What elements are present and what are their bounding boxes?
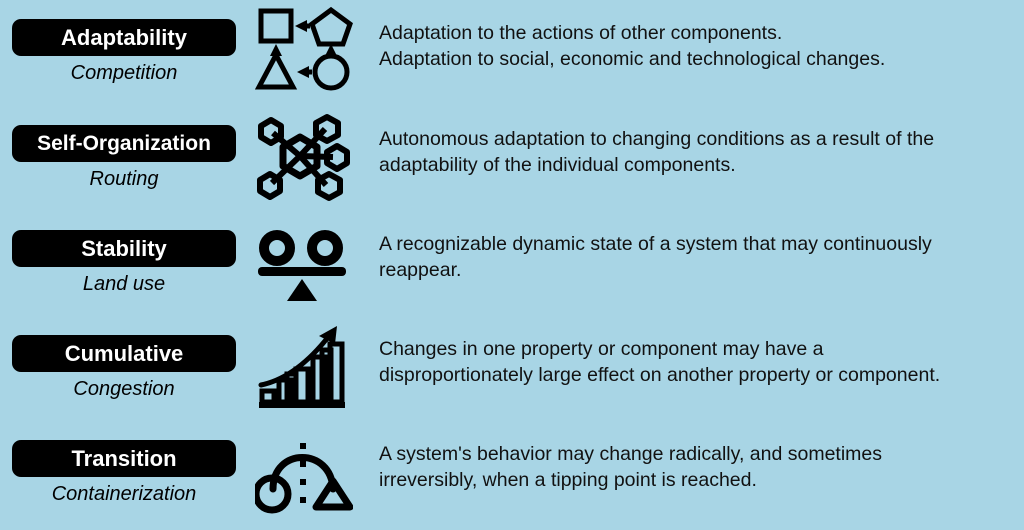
- description-line: Changes in one property or component may…: [379, 338, 824, 360]
- description-line: adaptability of the individual component…: [379, 154, 736, 176]
- property-subtitle-text: Containerization: [51, 483, 197, 505]
- property-title-pill-transition: Transition: [12, 440, 236, 477]
- icon-column: [248, 0, 360, 92]
- tipping-point-arc-icon: [255, 427, 353, 517]
- property-title-text: Cumulative: [64, 340, 184, 366]
- label-column: Transition Containerization: [0, 421, 248, 504]
- property-row-cumulative: Cumulative Congestion: [0, 316, 1024, 421]
- description-line: irreversibly, when a tipping point is re…: [379, 469, 757, 491]
- property-title-pill-adaptability: Adaptability: [12, 19, 236, 56]
- hexagon-network-icon: [255, 112, 353, 202]
- description-line: A recognizable dynamic state of a system…: [379, 233, 932, 255]
- property-row-self-organization: Self-Organization Routing: [0, 106, 1024, 211]
- property-row-adaptability: Adaptability Competition: [0, 0, 1024, 106]
- property-subtitle-text: Routing: [89, 168, 159, 190]
- label-column: Stability Land use: [0, 211, 248, 294]
- description-line: disproportionately large effect on anoth…: [379, 364, 941, 386]
- description-column: Adaptation to the actions of other compo…: [360, 0, 1024, 72]
- description-column: Autonomous adaptation to changing condit…: [360, 106, 1024, 178]
- property-title-text: Self-Organization: [37, 132, 211, 155]
- description-line: Adaptation to the actions of other compo…: [379, 22, 783, 44]
- label-column: Adaptability Competition: [0, 0, 248, 83]
- property-title-text: Adaptability: [61, 24, 187, 50]
- property-title-text: Stability: [81, 235, 167, 261]
- growth-bar-chart-icon: [255, 322, 353, 410]
- description-column: Changes in one property or component may…: [360, 316, 1024, 388]
- description-column: A recognizable dynamic state of a system…: [360, 211, 1024, 283]
- property-title-pill-self-organization: Self-Organization: [12, 125, 236, 162]
- property-row-stability: Stability Land use A recognizable dynami…: [0, 211, 1024, 316]
- icon-column: [248, 421, 360, 517]
- property-title-pill-cumulative: Cumulative: [12, 335, 236, 372]
- icon-column: [248, 316, 360, 410]
- property-title-text: Transition: [71, 445, 177, 471]
- description-column: A system's behavior may change radically…: [360, 421, 1024, 493]
- balance-scale-icon: [255, 217, 353, 303]
- icon-column: [248, 106, 360, 202]
- property-title-pill-stability: Stability: [12, 230, 236, 267]
- components-arrows-icon: [255, 6, 353, 92]
- description-line: A system's behavior may change radically…: [379, 443, 883, 465]
- description-line: Adaptation to social, economic and techn…: [379, 48, 886, 70]
- property-subtitle-text: Congestion: [73, 378, 175, 400]
- description-line: reappear.: [379, 259, 462, 281]
- icon-column: [248, 211, 360, 303]
- label-column: Cumulative Congestion: [0, 316, 248, 399]
- description-line: Autonomous adaptation to changing condit…: [379, 128, 935, 150]
- property-subtitle-text: Land use: [82, 273, 166, 295]
- label-column: Self-Organization Routing: [0, 106, 248, 189]
- property-subtitle-text: Competition: [70, 62, 178, 84]
- property-row-transition: Transition Containerization A system's b…: [0, 421, 1024, 526]
